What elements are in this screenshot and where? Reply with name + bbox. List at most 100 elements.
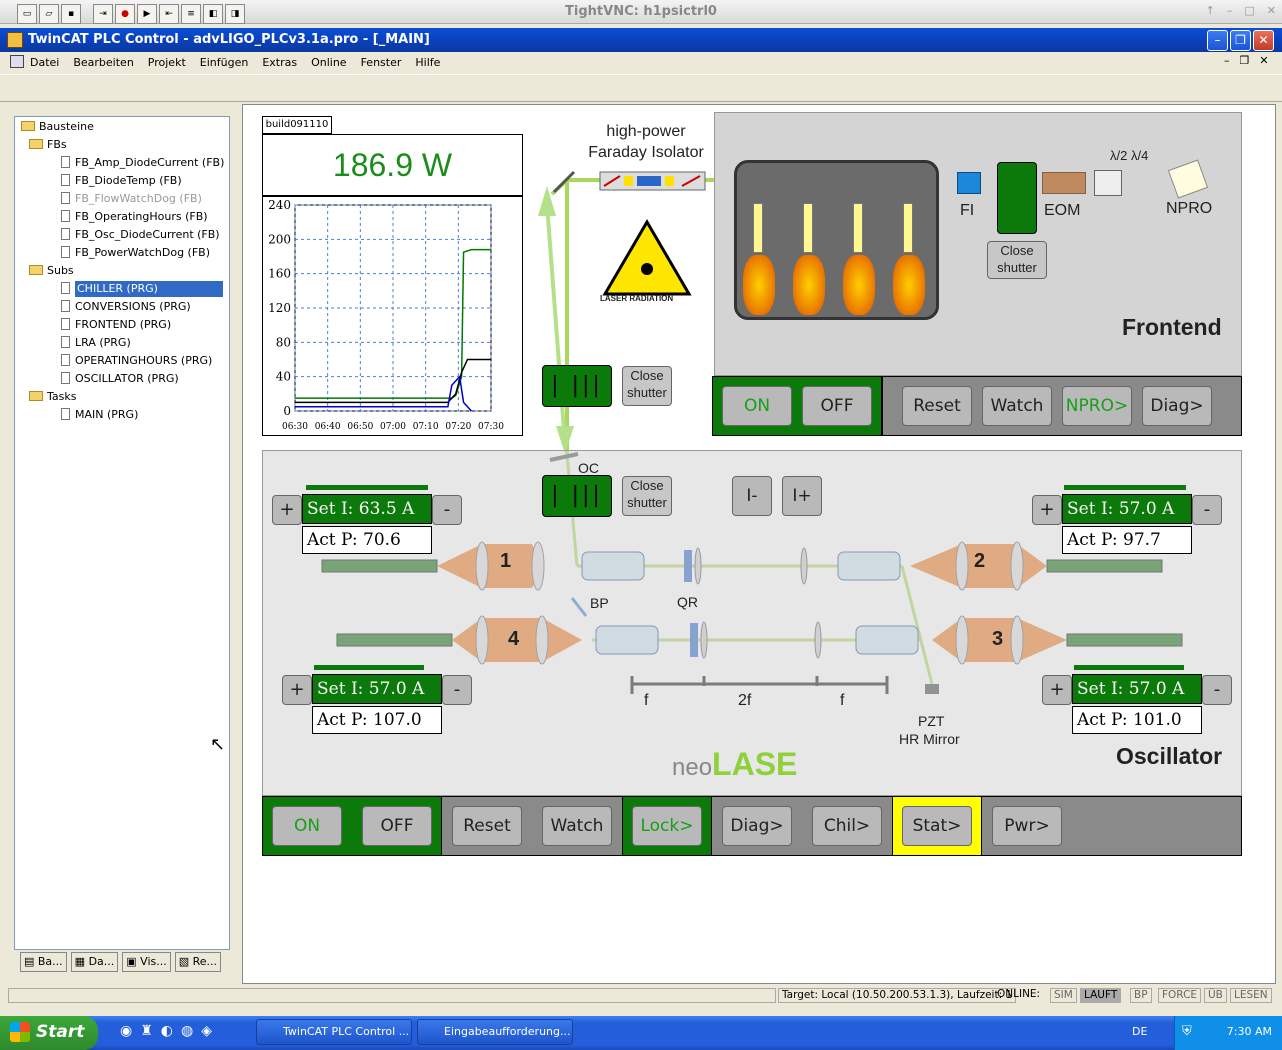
tree-item-task[interactable]: MAIN (PRG) bbox=[61, 407, 138, 423]
frontend-title: Frontend bbox=[1122, 314, 1222, 340]
vnc-close-icon[interactable]: ✕ bbox=[1266, 4, 1276, 17]
oscillator-on-button[interactable]: ON bbox=[272, 806, 342, 846]
tab-ressourcen[interactable]: ▧ Re... bbox=[174, 952, 222, 972]
build-label: build091110 bbox=[262, 116, 332, 134]
frontend-diag-button[interactable]: Diag> bbox=[1142, 386, 1212, 426]
head1-minus-button[interactable]: - bbox=[432, 495, 462, 525]
current-decrease-button[interactable]: I- bbox=[732, 476, 772, 516]
windows-logo-icon bbox=[10, 1022, 30, 1042]
head3-set-current[interactable]: Set I: 57.0 A bbox=[1072, 674, 1202, 704]
tree-item-prg[interactable]: FRONTEND (PRG) bbox=[61, 317, 171, 333]
vnc-minimize-icon[interactable]: – bbox=[1226, 4, 1233, 17]
system-tray: 7:30 AM bbox=[1174, 1016, 1282, 1050]
head2-set-current[interactable]: Set I: 57.0 A bbox=[1062, 494, 1192, 524]
tree-item-prg[interactable]: CONVERSIONS (PRG) bbox=[61, 299, 191, 315]
step-icon[interactable]: ≡ bbox=[181, 4, 201, 24]
oscillator-stat-button[interactable]: Stat> bbox=[902, 806, 972, 846]
head3-minus-button[interactable]: - bbox=[1202, 675, 1232, 705]
mdi-controls[interactable]: –❐✕ bbox=[1224, 54, 1279, 67]
menu-projekt[interactable]: Projekt bbox=[147, 55, 186, 69]
tree-item-prg[interactable]: LRA (PRG) bbox=[61, 335, 131, 351]
head2-minus-button[interactable]: - bbox=[1192, 495, 1222, 525]
tree-item-fb[interactable]: FB_DiodeTemp (FB) bbox=[61, 173, 182, 189]
minimize-button[interactable]: – bbox=[1207, 30, 1228, 51]
tab-bausteine[interactable]: ▤ Ba... bbox=[20, 952, 67, 972]
menu-bearbeiten[interactable]: Bearbeiten bbox=[73, 55, 134, 69]
tree-node-subs[interactable]: Subs bbox=[29, 263, 74, 279]
qr-label: QR bbox=[677, 594, 698, 610]
menu-online[interactable]: Online bbox=[311, 55, 347, 69]
login-icon[interactable]: ⇥ bbox=[93, 4, 113, 24]
tree-item-prg[interactable]: CHILLER (PRG) bbox=[61, 281, 223, 297]
menu-einfuegen[interactable]: Einfügen bbox=[199, 55, 249, 69]
tree-item-fb[interactable]: FB_OperatingHours (FB) bbox=[61, 209, 208, 225]
language-indicator[interactable]: DE bbox=[1132, 1025, 1148, 1038]
tree-item-fb[interactable]: FB_FlowWatchDog (FB) bbox=[61, 191, 202, 207]
close-button[interactable]: ✕ bbox=[1253, 30, 1274, 51]
logout-icon[interactable]: ⇤ bbox=[159, 4, 179, 24]
frontend-off-button[interactable]: OFF bbox=[802, 386, 872, 426]
breakpoint-icon[interactable]: ◧ bbox=[203, 4, 223, 24]
toolbar bbox=[0, 74, 1282, 102]
open-folder-icon[interactable]: ▱ bbox=[39, 4, 59, 24]
frontend-reset-button[interactable]: Reset bbox=[902, 386, 972, 426]
menu-hilfe[interactable]: Hilfe bbox=[415, 55, 441, 69]
stop-icon[interactable]: ● bbox=[115, 4, 135, 24]
maximize-button[interactable]: ❐ bbox=[1230, 30, 1251, 51]
beam-arrow-up bbox=[538, 186, 556, 216]
head4-plus-button[interactable]: + bbox=[282, 675, 312, 705]
beam-diagonal bbox=[545, 203, 567, 445]
oscillator-reset-button[interactable]: Reset bbox=[452, 806, 522, 846]
tab-datentypen[interactable]: ▦ Da... bbox=[70, 952, 119, 972]
tree-item-fb[interactable]: FB_Amp_DiodeCurrent (FB) bbox=[61, 155, 224, 171]
frontend-watch-button[interactable]: Watch bbox=[982, 386, 1052, 426]
chart-y-tick-label: 40 bbox=[276, 370, 291, 384]
quick-launch-icons[interactable]: ◉♜◐◍◈ bbox=[120, 1023, 220, 1039]
frontend-npro-button[interactable]: NPRO> bbox=[1062, 386, 1132, 426]
head4-set-current[interactable]: Set I: 57.0 A bbox=[312, 674, 442, 704]
start-button[interactable]: Start bbox=[0, 1016, 98, 1050]
menu-fenster[interactable]: Fenster bbox=[360, 55, 402, 69]
folder-icon bbox=[29, 265, 43, 275]
oscillator-diag-button[interactable]: Diag> bbox=[722, 806, 792, 846]
tray-shield-icon[interactable]: ⛨ bbox=[1182, 1024, 1192, 1039]
amp-crystal bbox=[853, 203, 863, 253]
oscillator-lock-button[interactable]: Lock> bbox=[632, 806, 702, 846]
current-increase-button[interactable]: I+ bbox=[782, 476, 822, 516]
head4-minus-button[interactable]: - bbox=[442, 675, 472, 705]
tab-visualisierungen[interactable]: ▣ Vis... bbox=[122, 952, 171, 972]
document-icon bbox=[61, 300, 70, 312]
tree-item-fb[interactable]: FB_Osc_DiodeCurrent (FB) bbox=[61, 227, 220, 243]
menu-extras[interactable]: Extras bbox=[262, 55, 298, 69]
tree-item-prg[interactable]: OSCILLATOR (PRG) bbox=[61, 371, 179, 387]
run-icon[interactable]: ▶ bbox=[137, 4, 157, 24]
menu-datei[interactable]: Datei bbox=[30, 55, 60, 69]
frontend-on-button[interactable]: ON bbox=[722, 386, 792, 426]
tree-item-prg[interactable]: OPERATINGHOURS (PRG) bbox=[61, 353, 212, 369]
head3-plus-button[interactable]: + bbox=[1042, 675, 1072, 705]
document-icon bbox=[61, 210, 70, 222]
tree-node-fbs[interactable]: FBs bbox=[29, 137, 67, 153]
tree-node-tasks[interactable]: Tasks bbox=[29, 389, 76, 405]
tree-item-fb[interactable]: FB_PowerWatchDog (FB) bbox=[61, 245, 210, 261]
oscillator-chiller-button[interactable]: Chil> bbox=[812, 806, 882, 846]
tree-node-bausteine[interactable]: Bausteine bbox=[21, 119, 94, 135]
taskbar-cmd[interactable]: Eingabeaufforderung... bbox=[417, 1019, 573, 1045]
oscillator-power-button[interactable]: Pwr> bbox=[992, 806, 1062, 846]
head2-plus-button[interactable]: + bbox=[1032, 495, 1062, 525]
head1-plus-button[interactable]: + bbox=[272, 495, 302, 525]
oscillator-watch-button[interactable]: Watch bbox=[542, 806, 612, 846]
new-file-icon[interactable]: ▭ bbox=[17, 4, 37, 24]
watch-icon[interactable]: ◨ bbox=[225, 4, 245, 24]
save-icon[interactable]: ▪ bbox=[61, 4, 81, 24]
vnc-up-icon[interactable]: ↑ bbox=[1205, 4, 1215, 17]
faraday-polarizer bbox=[665, 176, 674, 186]
taskbar-twincat[interactable]: TwinCAT PLC Control ... bbox=[256, 1019, 412, 1045]
output-power-display: 186.9 W bbox=[262, 134, 523, 196]
vnc-maximize-icon[interactable]: □ bbox=[1244, 4, 1255, 17]
head1-set-current[interactable]: Set I: 63.5 A bbox=[302, 494, 432, 524]
oscillator-off-button[interactable]: OFF bbox=[362, 806, 432, 846]
